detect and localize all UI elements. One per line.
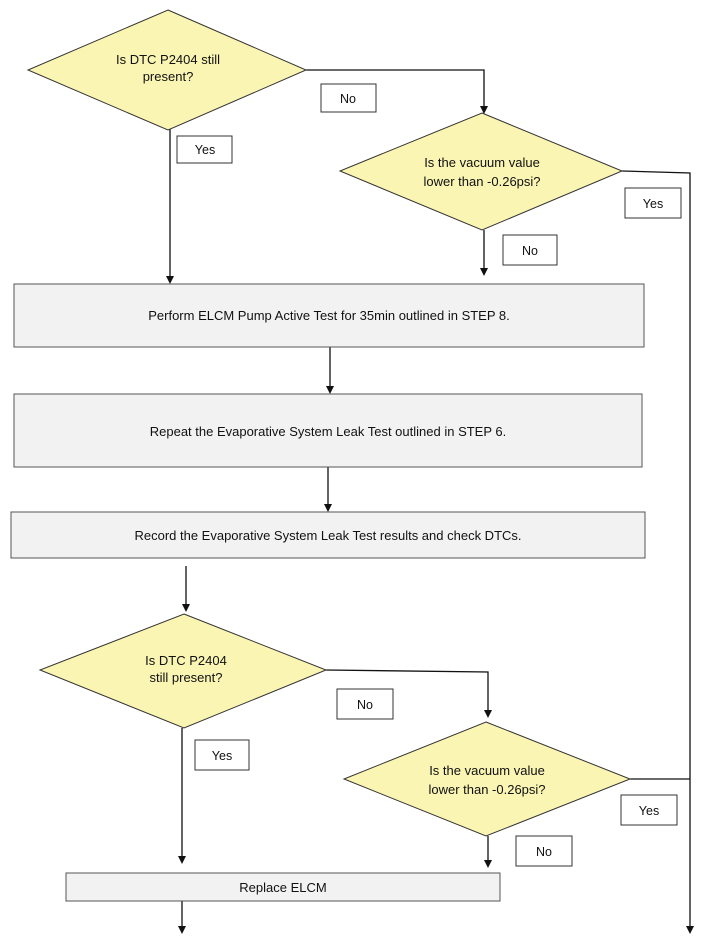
decision-text-line1: Is the vacuum value xyxy=(429,763,545,778)
connector-dtc2-no xyxy=(325,669,489,712)
branch-label-text: Yes xyxy=(212,749,232,763)
decision-text-line2: present? xyxy=(143,69,194,84)
decision-vacuum-value-2: Is the vacuum value lower than -0.26psi? xyxy=(342,721,632,837)
branch-label-dtc2-no: No xyxy=(336,688,394,720)
decision-diamond xyxy=(342,721,632,837)
decision-diamond xyxy=(338,112,624,231)
arrowhead xyxy=(166,276,174,284)
arrowhead xyxy=(178,926,186,934)
connector-dtc1-no xyxy=(306,69,485,108)
arrowhead xyxy=(484,860,492,868)
arrowhead xyxy=(480,106,488,114)
decision-vacuum-value-1: Is the vacuum value lower than -0.26psi? xyxy=(338,112,624,231)
step-text: Perform ELCM Pump Active Test for 35min … xyxy=(148,308,510,323)
step-replace-elcm: Replace ELCM xyxy=(65,872,501,902)
step-text: Replace ELCM xyxy=(239,880,326,895)
branch-label-text: Yes xyxy=(195,143,215,157)
decision-text-line1: Is DTC P2404 still xyxy=(116,52,220,67)
arrowhead xyxy=(182,604,190,612)
branch-label-text: Yes xyxy=(643,197,663,211)
decision-text-line2: still present? xyxy=(150,670,223,685)
branch-label-box xyxy=(336,688,394,720)
arrowhead xyxy=(178,856,186,864)
step-elcm-pump-test: Perform ELCM Pump Active Test for 35min … xyxy=(13,283,645,348)
branch-label-vacuum2-no: No xyxy=(515,835,573,867)
step-text: Repeat the Evaporative System Leak Test … xyxy=(150,424,507,439)
branch-label-box xyxy=(502,234,558,266)
branch-label-box xyxy=(320,83,377,113)
branch-label-box xyxy=(624,187,682,219)
branch-label-vacuum1-yes: Yes xyxy=(624,187,682,219)
branch-label-text: No xyxy=(340,92,356,106)
connectors xyxy=(166,69,694,934)
branch-label-box xyxy=(194,739,250,771)
step-repeat-leak-test: Repeat the Evaporative System Leak Test … xyxy=(13,393,643,468)
process-box xyxy=(13,393,643,468)
arrowhead xyxy=(326,386,334,394)
branch-label-text: Yes xyxy=(639,804,659,818)
branch-label-dtc2-yes: Yes xyxy=(194,739,250,771)
arrowhead xyxy=(686,926,694,934)
connector-vacuum1-yes xyxy=(621,170,691,928)
decision-diamond xyxy=(38,613,328,729)
process-box xyxy=(65,872,501,902)
step-text: Record the Evaporative System Leak Test … xyxy=(134,528,521,543)
decision-text-line2: lower than -0.26psi? xyxy=(428,782,545,797)
branch-label-box xyxy=(620,794,678,826)
branch-label-text: No xyxy=(357,698,373,712)
branch-label-vacuum1-no: No xyxy=(502,234,558,266)
arrowhead xyxy=(480,268,488,276)
branch-label-text: No xyxy=(522,244,538,258)
step-record-results: Record the Evaporative System Leak Test … xyxy=(10,511,646,559)
decision-dtc-present-2: Is DTC P2404 still present? xyxy=(38,613,328,729)
arrowhead xyxy=(484,710,492,718)
arrowhead xyxy=(324,504,332,512)
decision-dtc-present-1: Is DTC P2404 still present? xyxy=(26,9,308,131)
decision-diamond xyxy=(26,9,308,131)
process-box xyxy=(13,283,645,348)
process-box xyxy=(10,511,646,559)
branch-label-box xyxy=(176,135,233,164)
decision-text-line2: lower than -0.26psi? xyxy=(423,174,540,189)
branch-label-dtc1-yes: Yes xyxy=(176,135,233,164)
branch-label-text: No xyxy=(536,845,552,859)
branch-label-box xyxy=(515,835,573,867)
decision-text-line1: Is DTC P2404 xyxy=(145,653,227,668)
decision-text-line1: Is the vacuum value xyxy=(424,155,540,170)
branch-label-dtc1-no: No xyxy=(320,83,377,113)
branch-label-vacuum2-yes: Yes xyxy=(620,794,678,826)
